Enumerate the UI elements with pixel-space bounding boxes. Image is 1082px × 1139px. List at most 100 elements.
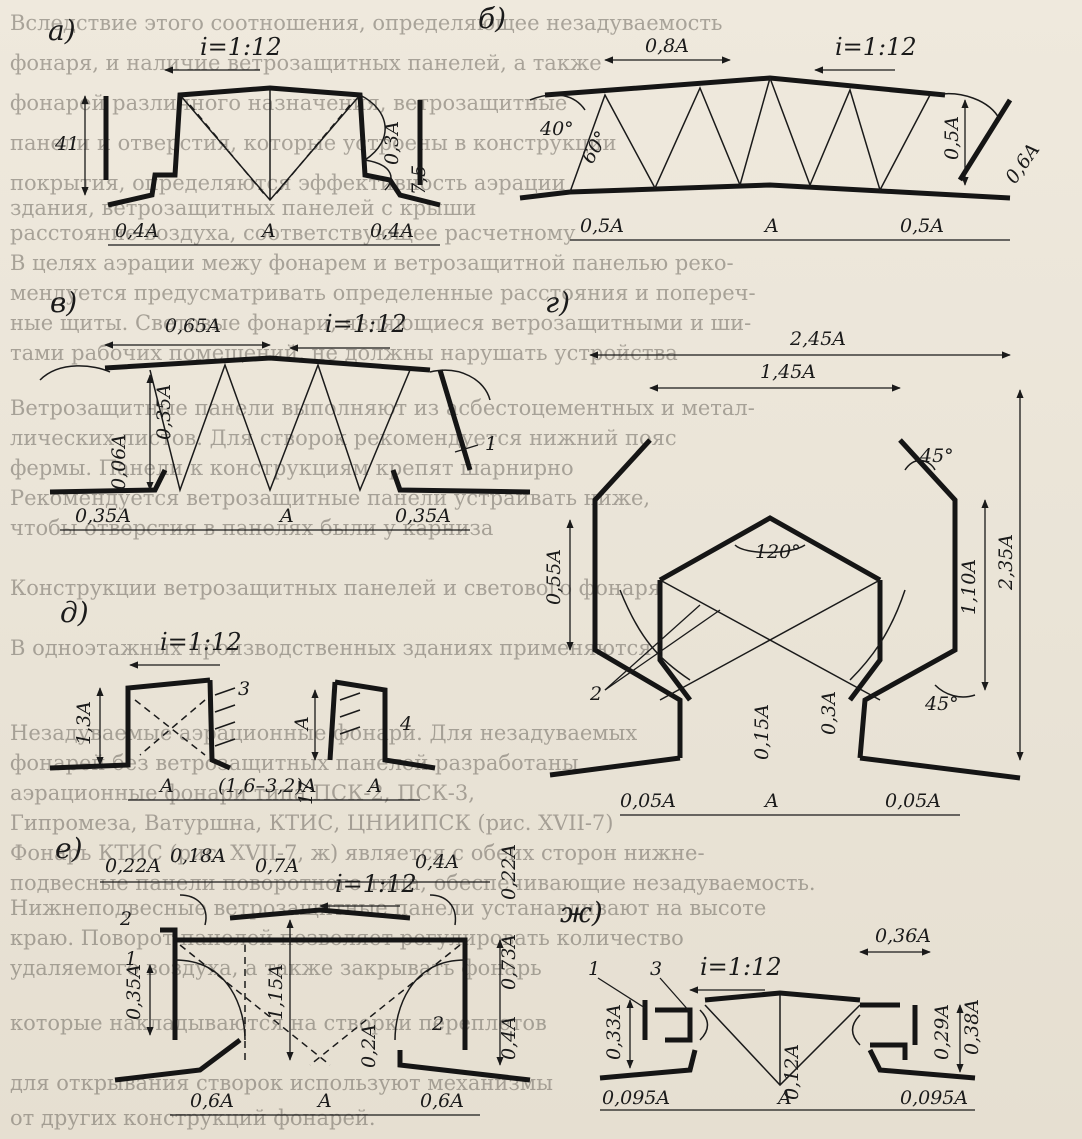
- dim-top: 0,65A: [165, 315, 221, 337]
- dim-bottom-left: 0,5A: [580, 215, 624, 237]
- base-left: [114, 1038, 242, 1083]
- bg-line: аэрационные фонари типа ПСК-2, ПСК-3,: [10, 781, 475, 805]
- callout-4: 4: [399, 713, 412, 735]
- callout-1: 1: [125, 948, 137, 970]
- dim-small: 17: [295, 780, 317, 805]
- left-frame: [160, 927, 178, 1040]
- sweep-arc: [174, 959, 246, 1041]
- bg-line: В одноэтажных производственных зданиях п…: [10, 636, 652, 660]
- callout-1: 1: [485, 433, 497, 455]
- dim-bottom-right: 0,35A: [395, 505, 451, 527]
- dim-right-1: 0,29A: [931, 1004, 953, 1060]
- bg-line: фермы. Панели к конструкциям крепят шарн…: [10, 456, 574, 480]
- dim-bottom-right: 0,05A: [885, 790, 941, 812]
- angle-arc: [934, 93, 1001, 121]
- angle-arc: [904, 459, 936, 471]
- dim-right-mid: 1,10A: [958, 559, 980, 615]
- roof-line: [104, 355, 431, 373]
- inner-roof: [658, 515, 882, 583]
- dim-bottom-right: A: [366, 775, 382, 797]
- panel-v: в) 0,65A i=1:12 0,35A 0,06A 1 0,35A A 0,…: [39, 286, 531, 531]
- bg-line: Вследствие этого соотношения, определяющ…: [10, 11, 722, 35]
- dim-right-mid: 0,73A: [498, 934, 520, 990]
- panel-left-2: [655, 1007, 693, 1043]
- angle-40: 40°: [539, 118, 574, 140]
- dashed-line: [189, 104, 266, 196]
- roof-line: [229, 907, 411, 921]
- dim-small: 7,5: [408, 165, 430, 195]
- base-right: [397, 1050, 531, 1083]
- arc: [429, 369, 491, 401]
- panel-zh: ж) 0,36A i=1:12 1 3 0,33A 0,29A 0,38A 0,…: [560, 896, 983, 1111]
- base-right: [390, 469, 531, 495]
- bg-line: для открывания створок используют механи…: [10, 1071, 553, 1095]
- inner-left: [657, 580, 692, 702]
- dim-lower-center: 0,15A: [751, 704, 773, 760]
- bg-line: лических листов. Для створок рекомендует…: [10, 426, 677, 450]
- bg-line: Конструкции ветрозащитных панелей и свет…: [10, 576, 661, 600]
- dim-right-total: 2,35A: [995, 534, 1017, 591]
- sweep-arc: [619, 589, 691, 681]
- panel-g: г) 2,45A 1,45A 120° 45° 45° 0,55A 1,10A …: [543, 286, 1024, 816]
- panel-g-letter: г): [545, 286, 570, 319]
- truss-web: [149, 362, 411, 493]
- dim-top-2: 0,18A: [170, 845, 226, 867]
- slope-label: i=1:12: [835, 33, 917, 61]
- angle-arc: [529, 94, 586, 111]
- curved-deflector: [359, 94, 392, 191]
- base-right: [859, 755, 1021, 781]
- dim-right: 0,3A: [381, 121, 403, 165]
- leader-line: [604, 604, 701, 691]
- leader-line: [659, 977, 691, 1013]
- panel-a-letter: а): [48, 14, 76, 47]
- bg-line: фонаря, и наличие ветрозащитных панелей,…: [10, 51, 602, 75]
- dim-height: 0,5A: [941, 116, 963, 160]
- right-block: [334, 679, 436, 771]
- dim-right-low: 0,4A: [498, 1016, 520, 1060]
- base-right: [867, 1048, 976, 1081]
- dim-top-3: 0,7A: [255, 855, 299, 877]
- dim-bottom-center: A: [763, 215, 779, 237]
- panel-a: а) i=1:12 41 0,3A 7,5 0,4A A 0,4A: [48, 14, 441, 246]
- panel-zh-letter: ж): [560, 896, 603, 929]
- bg-line: покрытия, определяются эффективность аэр…: [10, 171, 566, 195]
- dim-center-low: 0,12A: [781, 1044, 803, 1100]
- bg-line: удаляемого воздуха, а также закрывать фо…: [10, 956, 542, 980]
- hinge-arc: [851, 1014, 861, 1046]
- callout-2a: 2: [119, 908, 132, 930]
- callout-3: 3: [238, 678, 250, 700]
- left-column: [207, 679, 232, 771]
- slope-label: i=1:12: [200, 33, 282, 61]
- angle-45-bottom: 45°: [924, 693, 959, 715]
- dim-small: 0,06A: [108, 434, 130, 490]
- base-line: [519, 182, 1011, 201]
- leader-line: [454, 444, 479, 453]
- bg-line: расстояние воздуха, соответствующее расч…: [10, 221, 576, 245]
- wind-panel-left: [592, 438, 683, 758]
- cross-brace: [659, 579, 881, 701]
- wind-panel-right: [957, 98, 1013, 182]
- dim-bottom-center: A: [763, 790, 779, 812]
- dim-lower-right: 0,3A: [818, 691, 840, 735]
- angle-arc: [734, 544, 806, 554]
- dim-bottom-center: A: [260, 220, 276, 242]
- panel-e-letter: е): [55, 832, 83, 865]
- dim-height: 1,3A: [73, 701, 95, 745]
- slope-label: i=1:12: [325, 310, 407, 338]
- bg-line: Ветрозащитные панели выполняют из асбест…: [10, 396, 755, 420]
- dim-left-mid: 0,55A: [543, 549, 565, 605]
- dim-bottom-left: 0,095A: [602, 1087, 670, 1109]
- slope-label: i=1:12: [160, 628, 242, 656]
- bg-line: чтобы отверстия в панелях были у карниза: [10, 516, 493, 540]
- dashed-line: [134, 699, 206, 756]
- callout-3: 3: [650, 958, 662, 980]
- dim-bottom-left: 0,35A: [75, 505, 131, 527]
- dim-top-1: 0,22A: [105, 855, 161, 877]
- louver-blades: [214, 687, 361, 747]
- panel-d: д) i=1:12 3 4 1,3A A 17 A (1,6–3,2)A A: [49, 596, 436, 805]
- panel-b: б) 0,8A i=1:12 40° 60° 0,5A 0,6A 0,5A A …: [478, 2, 1044, 241]
- bg-line: фонарей различного назначения, ветрозащи…: [10, 91, 567, 115]
- leader-line: [597, 977, 646, 1009]
